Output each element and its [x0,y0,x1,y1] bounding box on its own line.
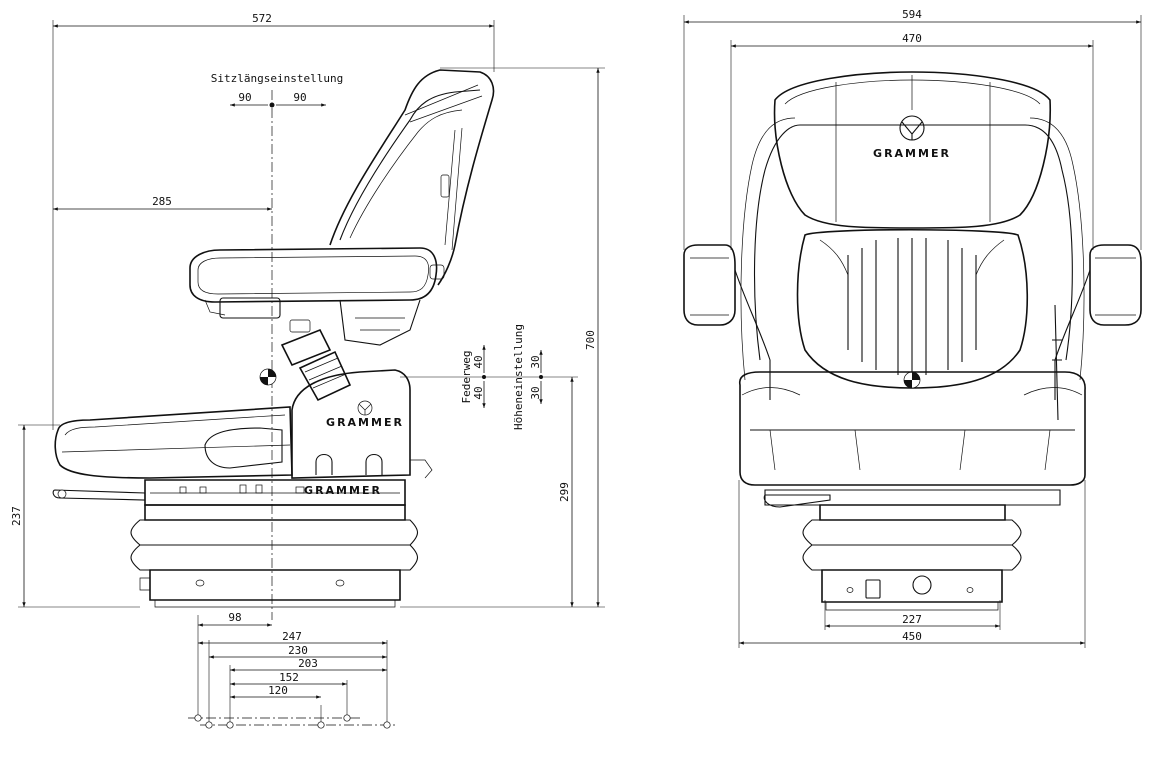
federweg-up-value: 40 [472,355,485,368]
dimension-470-label: 470 [902,32,922,45]
federweg-label: Federweg [460,351,473,404]
dimension-237-label: 237 [10,506,23,526]
dimension-700: 700 [400,67,605,608]
sitzlaengs-right-value: 90 [293,91,306,104]
dimension-450-label: 450 [902,630,922,643]
front-view: 594 470 227 450 [683,8,1142,648]
mount-230-label: 230 [288,644,308,657]
dimension-572-label: 572 [252,12,272,25]
mount-152-label: 152 [279,671,299,684]
mount-120-label: 120 [268,684,288,697]
dimension-227-label: 227 [902,613,922,626]
base-logo-text: GRAMMER [304,484,382,497]
federweg-indicator: Federweg 40 40 [460,345,486,408]
dimension-594-label: 594 [902,8,922,21]
seat-longitudinal-adjustment: Sitzlängseinstellung 90 90 [211,72,343,620]
dimension-285: 285 [53,195,272,211]
bracket-logo-text: GRAMMER [326,416,404,429]
sitzlaengs-label: Sitzlängseinstellung [211,72,343,85]
grammer-logo-icon [899,115,925,141]
mounting-dimensions: 98 247 230 203 152 120 [188,611,395,729]
dimension-470: 470 [730,32,1094,250]
seat-side-outline: GRAMMER GRAMMER [52,69,495,608]
seat-front-outline: GRAMMER [683,71,1142,611]
dimension-299: 299 [400,376,578,607]
federweg-down-value: 40 [472,386,485,399]
dimension-572: 572 [52,12,495,430]
dimension-227: 227 [824,600,1001,630]
dimension-594: 594 [683,8,1142,250]
dimension-237: 237 [10,424,140,608]
hoehen-down-value: 30 [529,386,542,399]
dimension-98-label: 98 [228,611,241,624]
dimension-700-label: 700 [584,330,597,350]
mount-203-label: 203 [298,657,318,670]
sitzlaengs-left-value: 90 [238,91,251,104]
hoehen-up-value: 30 [529,355,542,368]
dimension-450: 450 [738,480,1086,648]
hoehen-label: Höheneinstellung [512,324,525,430]
mount-247-label: 247 [282,630,302,643]
center-of-gravity-icon [259,368,277,386]
front-logo-text: GRAMMER [873,147,951,160]
side-view: 572 Sitzlängseinstellung 90 90 285 700 [10,12,605,729]
dimension-285-label: 285 [152,195,172,208]
dimension-299-label: 299 [558,482,571,502]
hoehen-indicator: Höheneinstellung 30 30 [512,324,543,430]
front-center-of-gravity-icon [903,371,921,389]
